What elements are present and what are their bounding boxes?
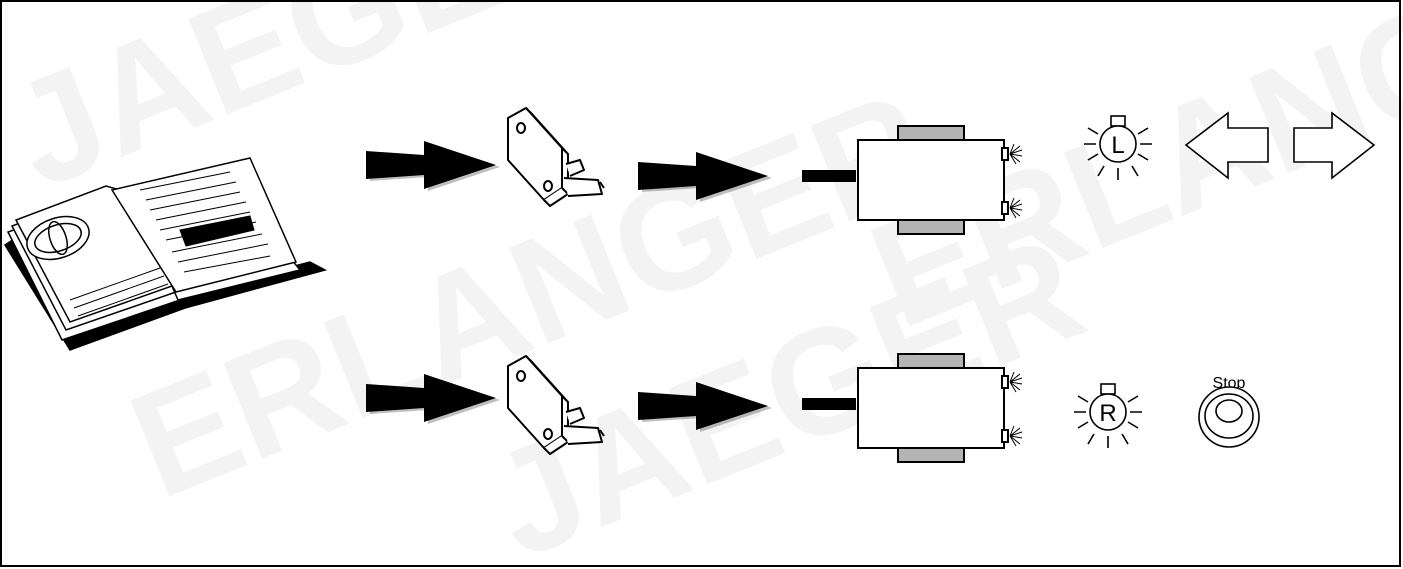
turn-signal-left-icon [1184,111,1269,180]
bulb-letter-top: L [1111,132,1124,159]
row-top: L [366,107,1376,235]
row-bottom: R Stop [366,353,1260,463]
stop-button-icon [1198,386,1260,448]
arrow-icon [366,141,500,191]
fuse-icon [507,107,605,207]
bulb-letter-bottom: R [1099,400,1116,427]
turn-signal-right-icon [1293,111,1376,180]
watermark-word-1: JAEGER [0,0,624,220]
service-manual-icon [3,157,328,351]
